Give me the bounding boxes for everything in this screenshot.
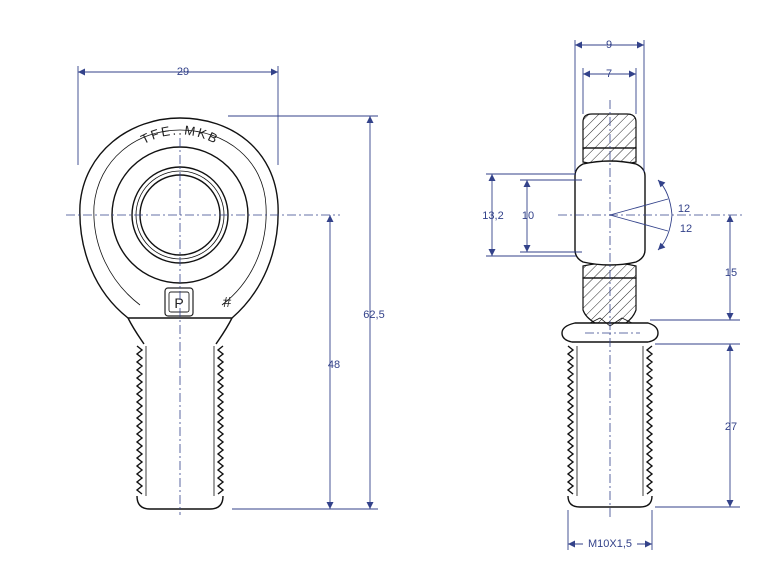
- dim-outer-width-label: 9: [606, 39, 612, 51]
- housing-section-top: [582, 113, 637, 149]
- side-view: 9 7 13,2 10 12 12 15 27: [482, 39, 742, 550]
- dim-thread-length-label: 27: [725, 421, 737, 433]
- shoulder-flange: [561, 322, 659, 343]
- angle-top-label: 12: [678, 203, 690, 215]
- shank-end-side: [567, 495, 653, 508]
- threaded-shank-side: [566, 345, 654, 495]
- front-view: TFE..MKB P # 29 62,5 48: [66, 66, 385, 515]
- dim-inner-width-label: 7: [606, 68, 612, 80]
- thread-root-lines: [145, 346, 215, 496]
- thread-spec-label: M10X1,5: [588, 538, 632, 550]
- angle-ray-bottom: [609, 214, 669, 232]
- ball-side: [574, 160, 646, 266]
- dim-width-label: 29: [177, 66, 189, 78]
- angle-bottom-label: 12: [680, 223, 692, 235]
- threaded-shank: [135, 345, 225, 495]
- dim-ball-diameter-label: 13,2: [482, 210, 503, 222]
- logo-icon: P: [174, 295, 183, 311]
- hash-mark: #: [223, 294, 232, 311]
- logo-box-inner: [168, 291, 190, 313]
- housing-inner-contour: [93, 129, 267, 306]
- angle-arc-bottom: [657, 214, 673, 251]
- angle-arc-top: [657, 179, 673, 216]
- dim-bore-label: 10: [522, 210, 534, 222]
- dim-center-to-shoulder-label: 15: [725, 267, 737, 279]
- logo-box: [164, 287, 194, 317]
- housing-section-bottom: [582, 277, 637, 324]
- rod-end-housing: [79, 117, 279, 319]
- angle-ray-top: [609, 198, 669, 216]
- housing-neck: [127, 317, 233, 345]
- thread-spec-bg: [583, 535, 637, 549]
- dim-center-to-end-label: 48: [328, 359, 340, 371]
- thread-root-lines-side: [576, 346, 644, 496]
- dim-total-length-label: 62,5: [363, 309, 384, 321]
